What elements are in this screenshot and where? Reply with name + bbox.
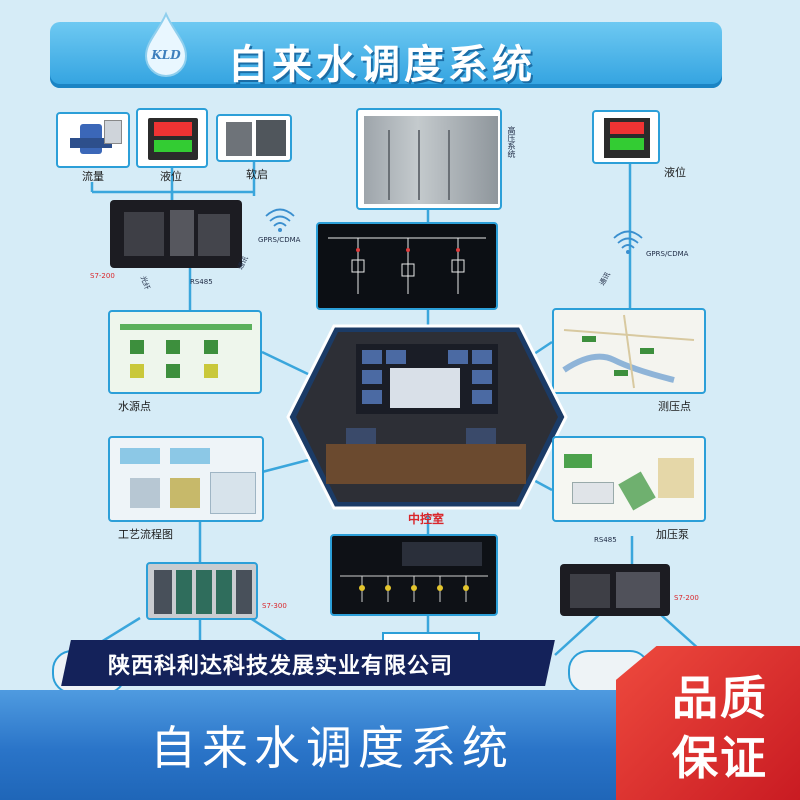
label-soft-start: 软启 bbox=[246, 168, 268, 181]
label-plc-s7-300: S7-300 bbox=[262, 602, 287, 610]
water-source-screen-image bbox=[108, 310, 262, 394]
header-banner: KLD 自来水调度系统 bbox=[50, 11, 722, 88]
label-pressure-point: 测压点 bbox=[658, 400, 691, 413]
soft-starter-image bbox=[216, 114, 292, 162]
label-plc-left: S7-200 bbox=[90, 272, 115, 280]
pressure-map bbox=[562, 314, 695, 389]
footer-title: 自来水调度系统 bbox=[150, 721, 514, 775]
high-voltage-cabinet-image bbox=[356, 108, 502, 210]
wifi-icon-left bbox=[265, 208, 295, 227]
level-meter-left-image bbox=[136, 108, 208, 168]
control-panel-image bbox=[330, 534, 498, 616]
page-title: 自来水调度系统 bbox=[228, 42, 536, 88]
label-gprs-left: GPRS/CDMA bbox=[258, 236, 301, 244]
plc-left-image bbox=[110, 200, 242, 268]
flow-meter-image bbox=[56, 112, 130, 168]
quality-badge bbox=[616, 646, 800, 800]
pressure-point-map-image bbox=[552, 308, 706, 394]
control-room-hexagon bbox=[286, 324, 568, 510]
process-flow-image bbox=[108, 436, 264, 522]
quality-badge-line1: 品质 bbox=[672, 671, 768, 725]
wiring-schematic bbox=[328, 237, 486, 294]
control-panel-schematic bbox=[340, 542, 488, 602]
wifi-icon-right bbox=[613, 230, 643, 249]
label-process-flow: 工艺流程图 bbox=[118, 528, 173, 541]
plc-s7-200-right-image bbox=[560, 564, 670, 616]
label-high-voltage: 高压系统 bbox=[507, 126, 516, 158]
label-level-left: 液位 bbox=[160, 170, 182, 183]
label-gprs-right: GPRS/CDMA bbox=[646, 250, 689, 258]
label-rs485-left: RS485 bbox=[190, 278, 213, 286]
plc-s7-300-image bbox=[146, 562, 258, 620]
label-level-right: 液位 bbox=[664, 166, 686, 179]
level-meter-right-image bbox=[592, 110, 660, 164]
droplet-icon bbox=[144, 11, 188, 77]
label-control-room: 中控室 bbox=[408, 512, 445, 526]
wiring-diagram-image bbox=[316, 222, 498, 310]
label-water-source: 水源点 bbox=[118, 400, 151, 413]
logo-droplet: KLD bbox=[138, 10, 194, 80]
company-name: 陕西科利达科技发展实业有限公司 bbox=[108, 654, 454, 679]
label-booster: 加压泵 bbox=[656, 528, 689, 541]
label-flow: 流量 bbox=[82, 170, 104, 183]
logo-text: KLD bbox=[151, 48, 181, 62]
label-rs485-right: RS485 bbox=[594, 536, 617, 544]
label-plc-s7-200-right: S7-200 bbox=[674, 594, 699, 602]
booster-pump-map-image bbox=[552, 436, 706, 522]
quality-badge-line2: 保证 bbox=[672, 731, 768, 785]
